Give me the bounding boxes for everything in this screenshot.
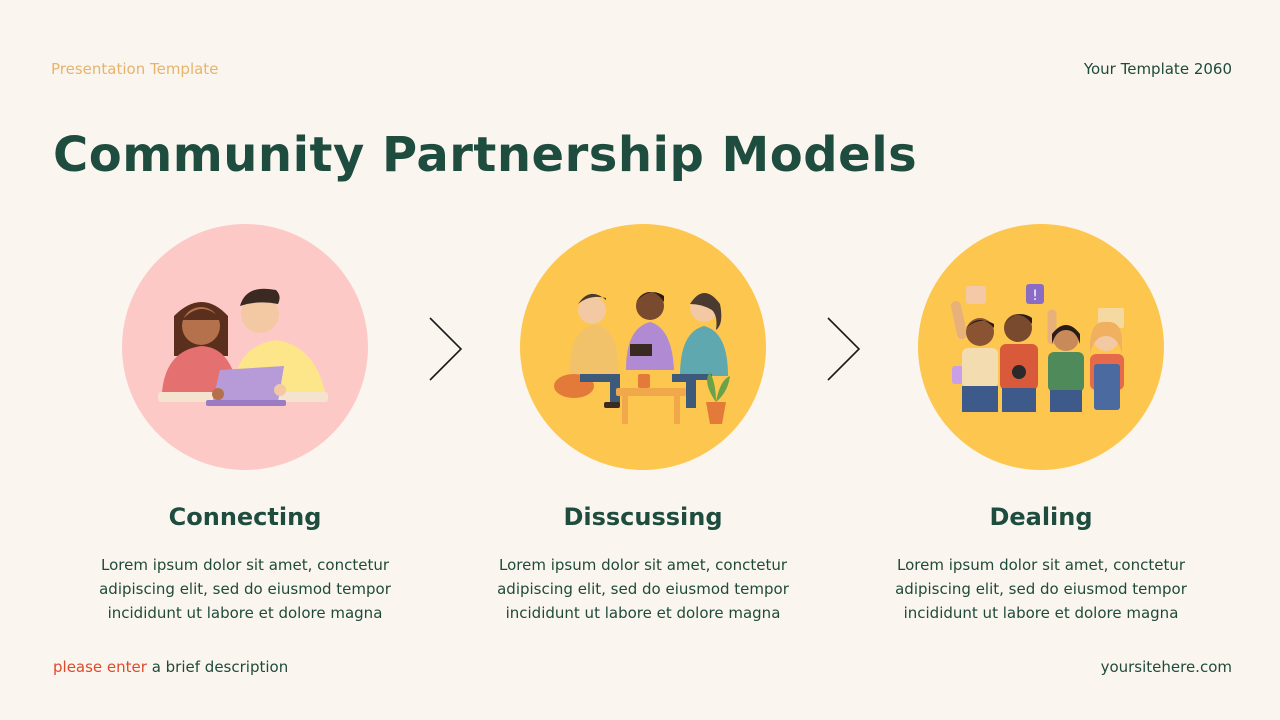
- template-year-label: Your Template 2060: [1083, 60, 1232, 78]
- two-people-laptop-illustration: [158, 288, 328, 406]
- dealing-illustration-circle: !: [918, 224, 1164, 470]
- discussing-illustration-circle: [520, 224, 766, 470]
- footer-site-link[interactable]: yoursitehere.com: [1100, 658, 1232, 676]
- presentation-label: Presentation Template: [51, 60, 219, 78]
- step-description-dealing: Lorem ipsum dolor sit amet, conctetur ad…: [895, 556, 1187, 622]
- footer-description: please enter a brief description: [53, 658, 288, 676]
- step-title-discussing: Disscussing: [563, 503, 723, 531]
- chevron-right-icon: [429, 317, 463, 381]
- slide-title: Community Partnership Models: [53, 127, 918, 183]
- group-discussion-illustration: [554, 292, 730, 424]
- footer-accent-text: please enter: [53, 658, 147, 676]
- svg-text:!: !: [1032, 288, 1038, 304]
- step-description-discussing: Lorem ipsum dolor sit amet, conctetur ad…: [497, 556, 789, 622]
- footer-rest-text: a brief description: [146, 658, 289, 676]
- step-description-connecting: Lorem ipsum dolor sit amet, conctetur ad…: [99, 556, 391, 622]
- chevron-right-icon: [827, 317, 861, 381]
- step-title-dealing: Dealing: [989, 503, 1093, 531]
- cheering-group-illustration: !: [951, 284, 1124, 412]
- step-title-connecting: Connecting: [168, 503, 322, 531]
- connecting-illustration-circle: [122, 224, 368, 470]
